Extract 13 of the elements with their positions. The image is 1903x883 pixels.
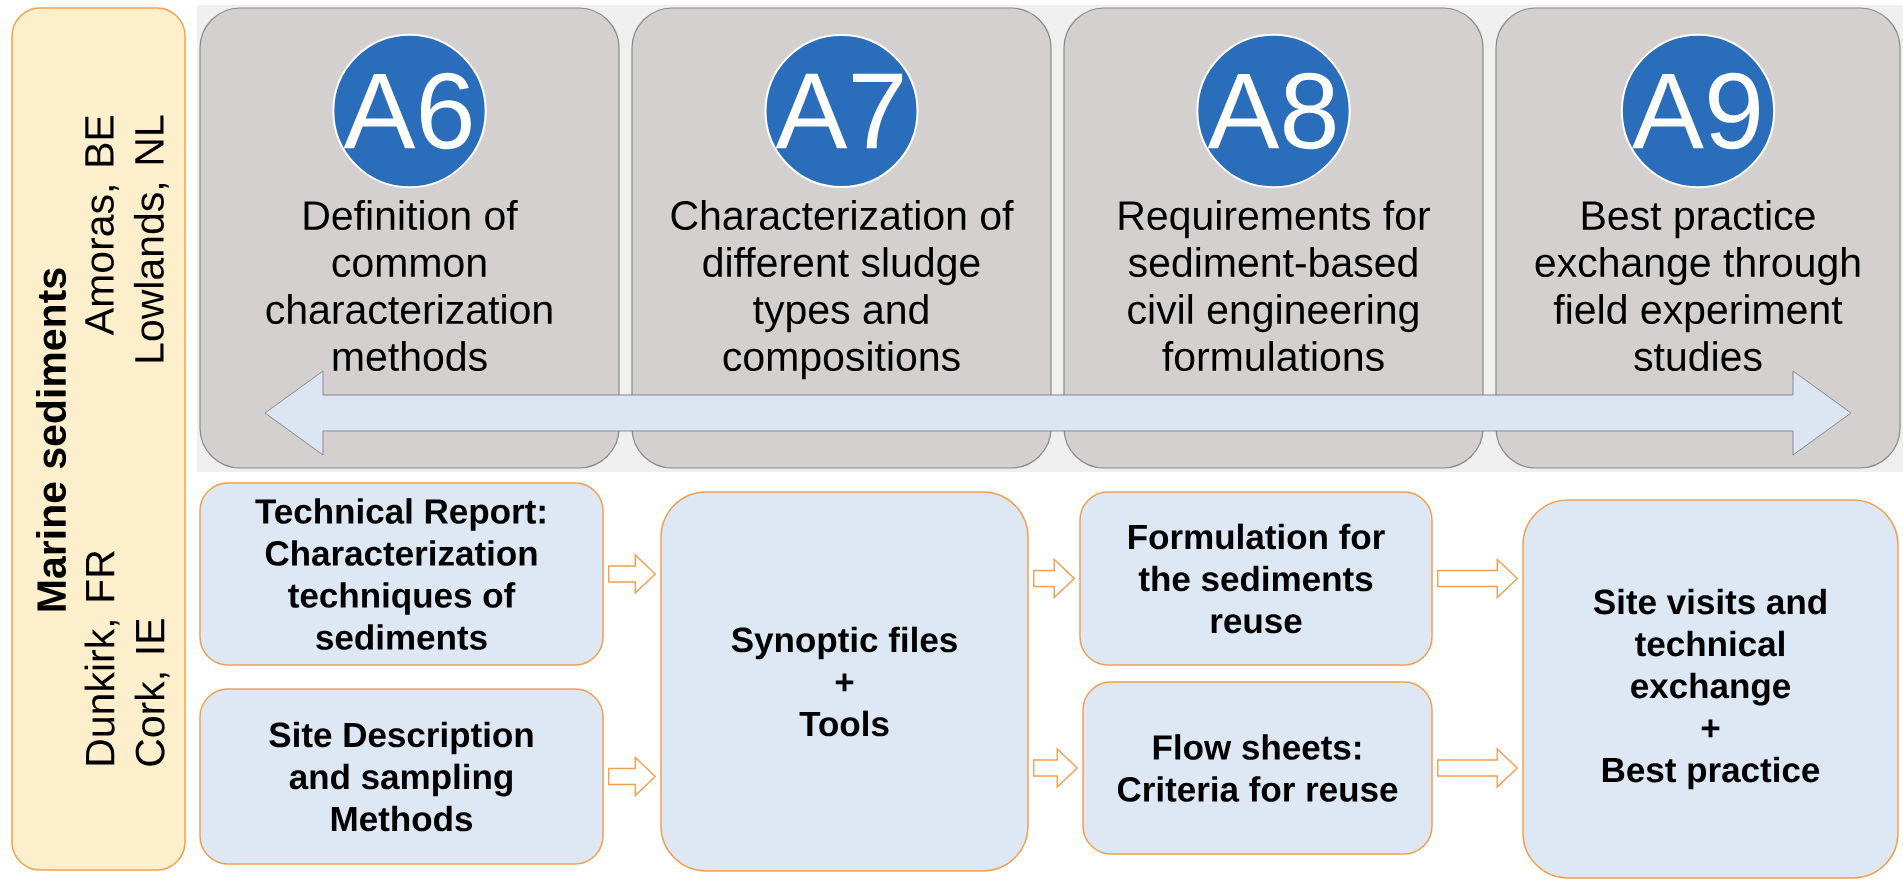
output-box: Formulation for the sediments reuse <box>1079 491 1433 666</box>
output-box: Technical Report: Characterization techniques of sediments <box>199 482 604 666</box>
side-panel: Marine sediments Dunkirk, FR Cork, IE Amoras, BE Lowlands, NL <box>11 7 186 871</box>
block-arrow <box>608 553 657 595</box>
block-arrow <box>1033 557 1076 600</box>
output-box: Site Description and sampling Methods <box>199 688 604 865</box>
block-arrow <box>608 755 657 798</box>
block-arrow <box>1437 557 1519 600</box>
block-arrow <box>1437 747 1519 789</box>
output-box: Site visits and technical exchange + Best practice <box>1522 499 1899 879</box>
output-box: Flow sheets: Criteria for reuse <box>1082 681 1433 855</box>
output-box: Synoptic files + Tools <box>660 491 1029 872</box>
block-arrow <box>1033 747 1079 789</box>
